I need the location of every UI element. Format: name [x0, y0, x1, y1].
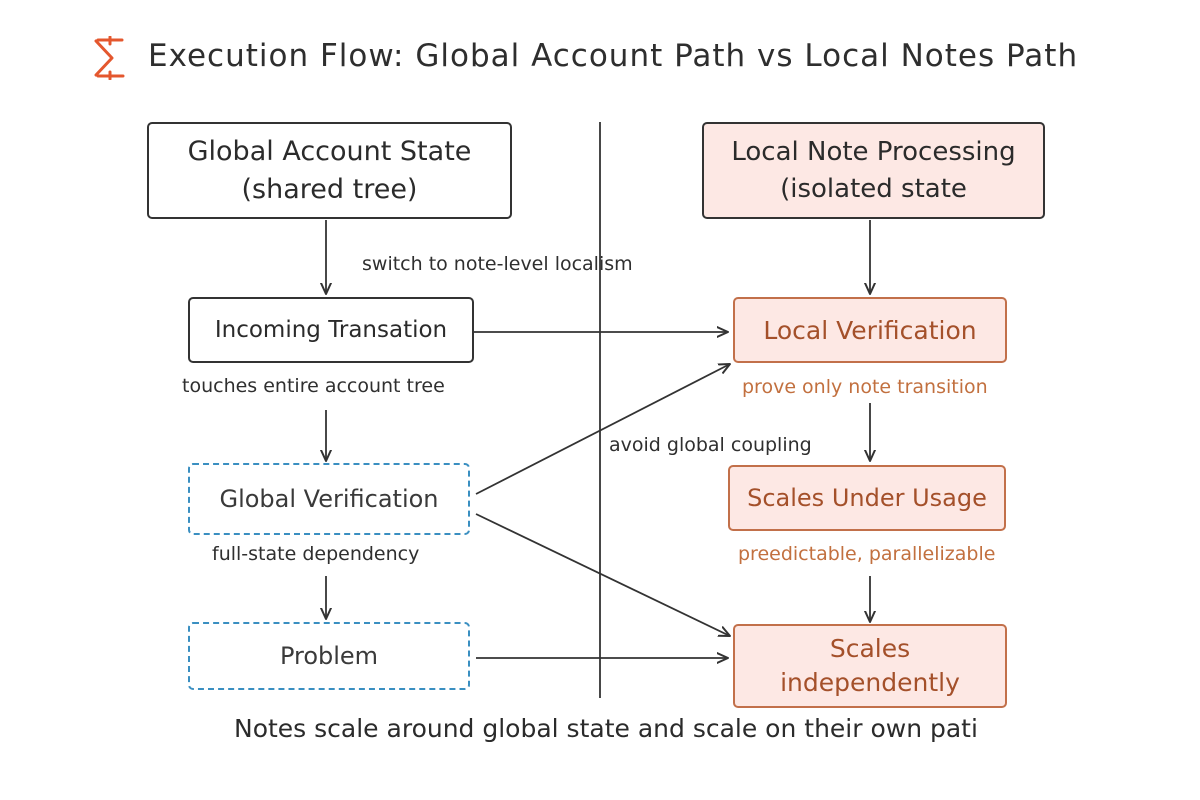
local-note-processing-subtitle: (isolated state	[780, 173, 967, 204]
scales-independently-line1: Scales	[829, 634, 911, 664]
page-title: Execution Flow: Global Account Path vs L…	[148, 38, 1079, 74]
scales-independently-box: Scales independently	[733, 624, 1007, 708]
local-note-processing-title: Local Note Processing	[731, 137, 1016, 168]
sigma-icon	[94, 36, 125, 80]
switch-localism-note: switch to note-level localism	[362, 253, 633, 275]
incoming-transaction-label: Incoming Transation	[214, 317, 448, 343]
local-verification-box: Local Verification	[733, 297, 1007, 363]
problem-box: Problem	[188, 622, 470, 690]
incoming-transaction-note: touches entire account tree	[182, 375, 445, 397]
global-verification-box: Global Verification	[188, 463, 470, 535]
scales-under-usage-note: preedictable, parallelizable	[738, 543, 996, 565]
global-account-state-subtitle: (shared tree)	[241, 173, 418, 205]
global-account-state-box: Global Account State (shared tree)	[147, 122, 512, 219]
arrow-global-verification-to-scales-independently	[475, 513, 730, 636]
global-verification-note: full-state dependency	[212, 543, 420, 565]
avoid-coupling-note: avoid global coupling	[609, 434, 812, 456]
scales-under-usage-box: Scales Under Usage	[728, 465, 1006, 531]
footer-caption: Notes scale around global state and scal…	[234, 714, 978, 743]
scales-under-usage-label: Scales Under Usage	[747, 484, 987, 512]
global-account-state-title: Global Account State	[187, 135, 472, 167]
local-note-processing-box: Local Note Processing (isolated state	[702, 122, 1045, 219]
local-verification-label: Local Verification	[763, 315, 977, 345]
arrow-global-verification-to-local-verification	[475, 364, 730, 495]
incoming-transaction-box: Incoming Transation	[188, 297, 474, 363]
problem-label: Problem	[279, 642, 379, 670]
global-verification-label: Global Verification	[219, 485, 439, 513]
scales-independently-line2: independently	[780, 668, 960, 697]
local-verification-note: prove only note transition	[742, 376, 988, 398]
